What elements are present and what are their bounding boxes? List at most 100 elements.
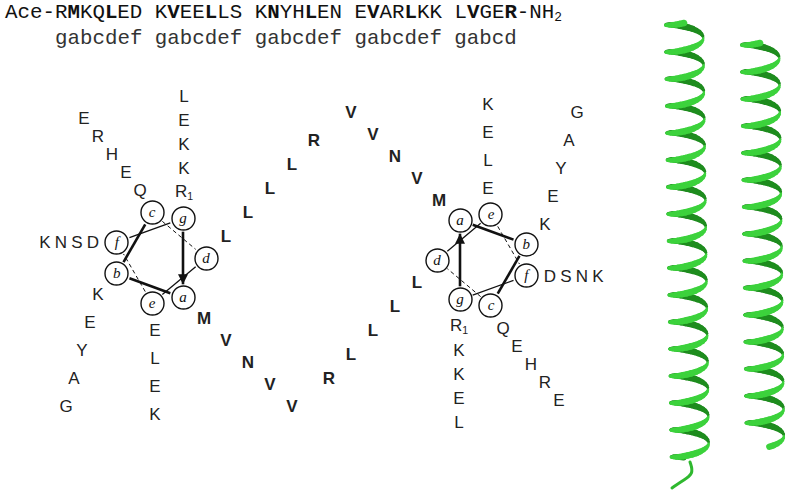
helix-stroke xyxy=(741,98,744,100)
helix-stroke xyxy=(745,313,747,317)
wheel-connector xyxy=(473,225,514,240)
peptide-sequence: Ace-RMKQLED KVEELLS KNYHLEN EVARLKK LVGE… xyxy=(5,2,562,25)
wheel-connector xyxy=(182,232,185,285)
helix-stroke xyxy=(746,394,747,397)
helix-stroke xyxy=(745,367,746,370)
helix-stroke xyxy=(669,294,670,297)
helix-stroke xyxy=(742,98,743,101)
helix-stroke xyxy=(669,429,673,432)
helix-stroke xyxy=(669,375,671,377)
helix-stroke xyxy=(669,401,672,404)
helix-stroke xyxy=(666,186,669,189)
helix-stroke xyxy=(744,395,746,397)
helix-stroke xyxy=(670,348,671,351)
helix-stroke xyxy=(667,159,668,162)
helix-stroke xyxy=(670,320,672,324)
heptad-letter: f xyxy=(104,230,129,255)
helix-stroke xyxy=(664,51,667,53)
helix-stroke xyxy=(670,456,672,458)
residue-ray: ELEK xyxy=(143,318,167,426)
helix-ribbon xyxy=(665,25,784,458)
residue-ray: KEYAG xyxy=(533,100,589,236)
heptad-position-circle: g xyxy=(171,206,196,231)
helix-stroke xyxy=(743,259,747,262)
heptad-position-circle: e xyxy=(478,202,503,227)
helix-stroke xyxy=(666,159,668,161)
helix-tail xyxy=(672,462,692,488)
helix-stroke xyxy=(666,213,669,216)
helix-stroke xyxy=(672,428,674,432)
heptad-position-circle: e xyxy=(140,291,165,316)
heptad-letter: b xyxy=(104,261,129,286)
helix-stroke xyxy=(667,267,670,270)
helix-stroke xyxy=(666,78,667,81)
helix-stroke xyxy=(666,186,668,188)
helix-stroke xyxy=(669,348,671,350)
helix-stroke xyxy=(742,232,746,235)
helix-stroke xyxy=(745,340,746,343)
core-residue-ray: MVNVV xyxy=(339,100,451,212)
heptad-position-circle: d xyxy=(194,246,219,271)
helix-stroke xyxy=(746,421,747,424)
helix-stroke xyxy=(670,429,672,431)
helix-stroke xyxy=(668,347,671,350)
helix-stroke xyxy=(744,341,746,343)
helix-stroke xyxy=(671,401,673,405)
helix-stroke xyxy=(665,132,668,134)
helix-stroke xyxy=(742,125,743,128)
helix-stroke xyxy=(742,233,746,236)
helix-stroke xyxy=(743,260,745,262)
heptad-letter: d xyxy=(194,246,219,271)
helix-stroke xyxy=(743,233,745,235)
heptad-letter: d xyxy=(425,248,450,273)
heptad-position-circle: a xyxy=(448,208,473,233)
helix-stroke xyxy=(745,259,747,263)
core-residue-ray: LLLLR xyxy=(214,128,326,248)
wheel-connector xyxy=(129,223,170,238)
helix-stroke xyxy=(666,132,668,134)
residue-ray: KEYAG xyxy=(54,282,110,418)
core-residue-ray: MVNVV xyxy=(192,306,304,418)
helix-stroke xyxy=(667,240,670,243)
helix-stroke xyxy=(667,267,669,269)
helix-stroke xyxy=(665,78,667,80)
helix-stroke xyxy=(667,105,668,108)
helix-stroke xyxy=(665,78,668,80)
heptad-letter: e xyxy=(140,291,165,316)
heptad-position-circle: b xyxy=(104,261,129,286)
helix-stroke xyxy=(670,293,672,297)
heptad-position-circle: b xyxy=(514,232,539,257)
helix-stroke xyxy=(664,51,667,53)
helix-stroke xyxy=(746,340,748,344)
wheel-connector xyxy=(129,278,170,293)
helix-stroke xyxy=(746,367,748,370)
helix-stroke xyxy=(745,422,748,424)
helix-stroke xyxy=(742,71,743,74)
helix-stroke xyxy=(742,179,745,182)
helix-stroke xyxy=(742,43,743,46)
heptad-register: gabcdef gabcdef gabcdef gabcdef gabcd xyxy=(55,28,517,51)
helix-stroke xyxy=(741,98,743,100)
heptad-position-circle: c xyxy=(140,200,165,225)
helix-stroke xyxy=(744,205,746,209)
helix-stroke xyxy=(669,428,673,431)
helix-stroke xyxy=(664,24,667,26)
heptad-letter: f xyxy=(514,263,539,288)
heptad-letter: c xyxy=(478,293,503,318)
helix-stroke xyxy=(670,402,671,405)
helix-stroke xyxy=(667,240,669,242)
heptad-position-circle: f xyxy=(514,263,539,288)
heptad-position-circle: f xyxy=(104,230,129,255)
helix-stroke xyxy=(669,374,672,377)
helix-stroke xyxy=(741,152,744,155)
helix-stroke xyxy=(665,105,668,107)
helix-stroke xyxy=(668,213,669,216)
helix-stroke xyxy=(666,51,667,54)
residue-ray: QEHRE xyxy=(491,316,571,412)
core-residue-ray: LLLLR xyxy=(317,270,429,390)
helix-stroke xyxy=(669,267,670,270)
helix-stroke xyxy=(667,213,669,215)
helix-stroke xyxy=(668,186,669,189)
helix-stroke xyxy=(743,260,747,263)
